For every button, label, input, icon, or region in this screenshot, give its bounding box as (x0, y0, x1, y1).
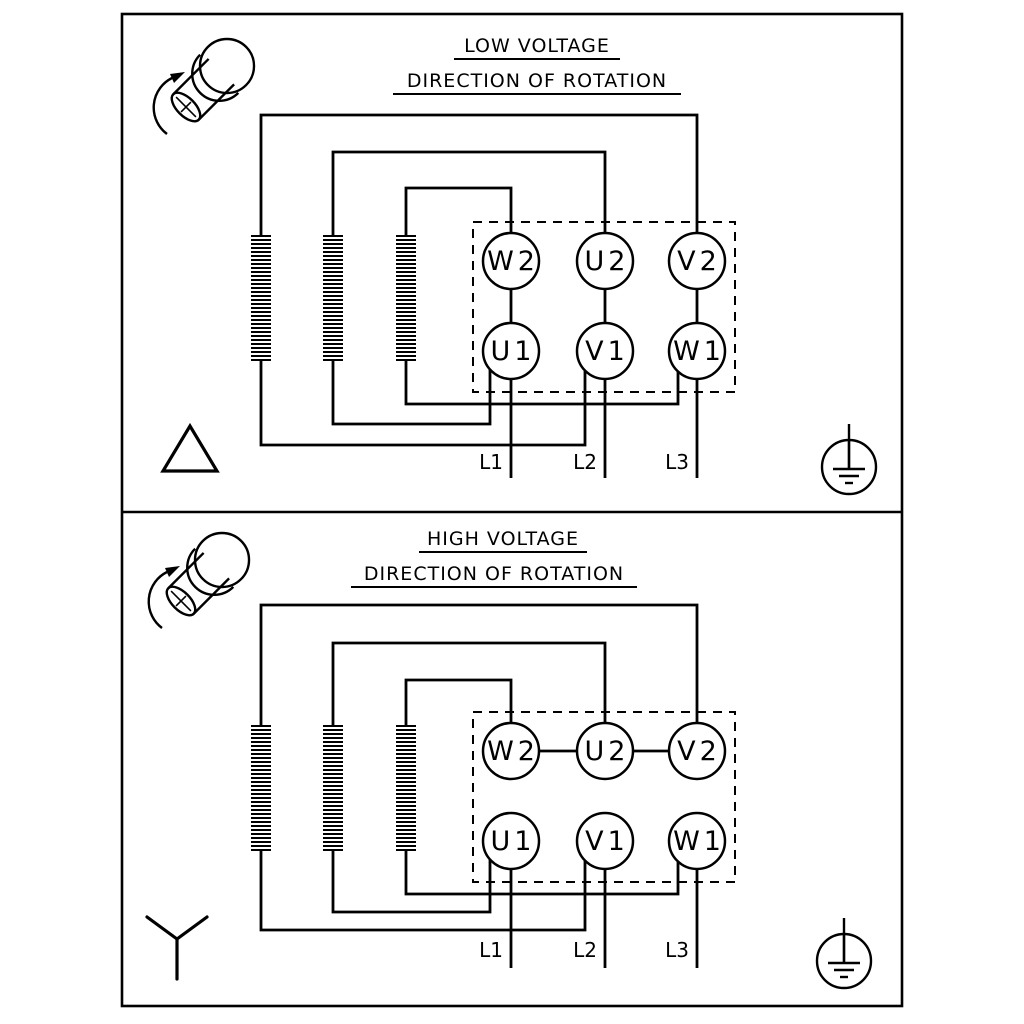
wire-coil3-w2 (404, 678, 513, 726)
winding-coil (396, 235, 416, 361)
terminal-circle-w1 (667, 321, 727, 381)
panel-subtitle: DIRECTION OF ROTATION (407, 70, 667, 92)
terminal-label-v2: V2 (677, 246, 721, 277)
terminal-label-w2: W2 (487, 246, 539, 277)
winding-wires (259, 113, 699, 478)
wire-coil2-u2 (331, 641, 607, 726)
terminal-circle-w2 (481, 231, 541, 291)
wire-coil3-w1 (404, 850, 680, 896)
panel-title: HIGH VOLTAGE (427, 528, 579, 550)
star-connection-icon (145, 915, 209, 981)
motor-windings (251, 725, 416, 851)
wire-coil3-w1 (404, 360, 680, 406)
terminal-circle-w1 (667, 811, 727, 871)
wire-coil1-v2 (259, 603, 699, 726)
terminal-label-u1: U1 (491, 826, 536, 857)
terminal-circle-v2 (667, 721, 727, 781)
wire-coil1-v2 (259, 113, 699, 236)
terminal-circle-v1 (575, 321, 635, 381)
winding-coil (323, 725, 343, 851)
terminal-label-w1: W1 (673, 336, 725, 367)
terminals: W2 U2 V2 U1 V1 W1 (481, 721, 727, 871)
terminal-circle-u1 (481, 321, 541, 381)
terminal-box (472, 221, 736, 393)
terminal-label-u2: U2 (585, 736, 630, 767)
panel-subtitle: DIRECTION OF ROTATION (364, 563, 624, 585)
winding-wires (259, 603, 699, 968)
supply-label-l1: L1 (479, 450, 503, 474)
diagram-border (120, 12, 904, 1008)
wire-coil1-v1 (259, 850, 587, 932)
winding-coil (323, 235, 343, 361)
terminal-label-w1: W1 (673, 826, 725, 857)
earth-ground-icon (815, 916, 873, 990)
supply-label-l2: L2 (573, 450, 597, 474)
terminals: W2 U2 V2 U1 V1 W1 (481, 231, 727, 381)
wire-coil2-u2 (331, 150, 607, 236)
earth-ground-icon (820, 422, 878, 496)
terminal-label-v1: V1 (585, 826, 629, 857)
terminal-box (472, 711, 736, 883)
supply-label-l1: L1 (479, 938, 503, 962)
wire-coil2-u1 (331, 850, 492, 914)
terminal-label-v2: V2 (677, 736, 721, 767)
winding-coil (251, 725, 271, 851)
wire-coil1-v1 (259, 360, 587, 447)
terminal-circle-u2 (575, 721, 635, 781)
terminal-circle-u2 (575, 231, 635, 291)
motor-windings (251, 235, 416, 361)
winding-coil (396, 725, 416, 851)
motor-rotation-icon (152, 26, 267, 136)
terminal-label-u2: U2 (585, 246, 630, 277)
motor-rotation-icon (147, 520, 262, 630)
terminal-label-w2: W2 (487, 736, 539, 767)
panel-title: LOW VOLTAGE (464, 35, 610, 57)
terminal-circle-v2 (667, 231, 727, 291)
terminal-circle-u1 (481, 811, 541, 871)
wire-coil2-u1 (331, 360, 492, 426)
delta-connection-icon (160, 422, 220, 473)
panel-low-voltage: LOW VOLTAGE DIRECTION OF ROTATION (152, 26, 878, 496)
terminal-circle-v1 (575, 811, 635, 871)
wire-coil3-w2 (404, 186, 513, 236)
terminal-label-u1: U1 (491, 336, 536, 367)
supply-label-l2: L2 (573, 938, 597, 962)
panel-high-voltage: HIGH VOLTAGE DIRECTION OF ROTATION (145, 520, 873, 990)
supply-label-l3: L3 (665, 938, 689, 962)
terminal-label-v1: V1 (585, 336, 629, 367)
winding-coil (251, 235, 271, 361)
supply-label-l3: L3 (665, 450, 689, 474)
terminal-circle-w2 (481, 721, 541, 781)
